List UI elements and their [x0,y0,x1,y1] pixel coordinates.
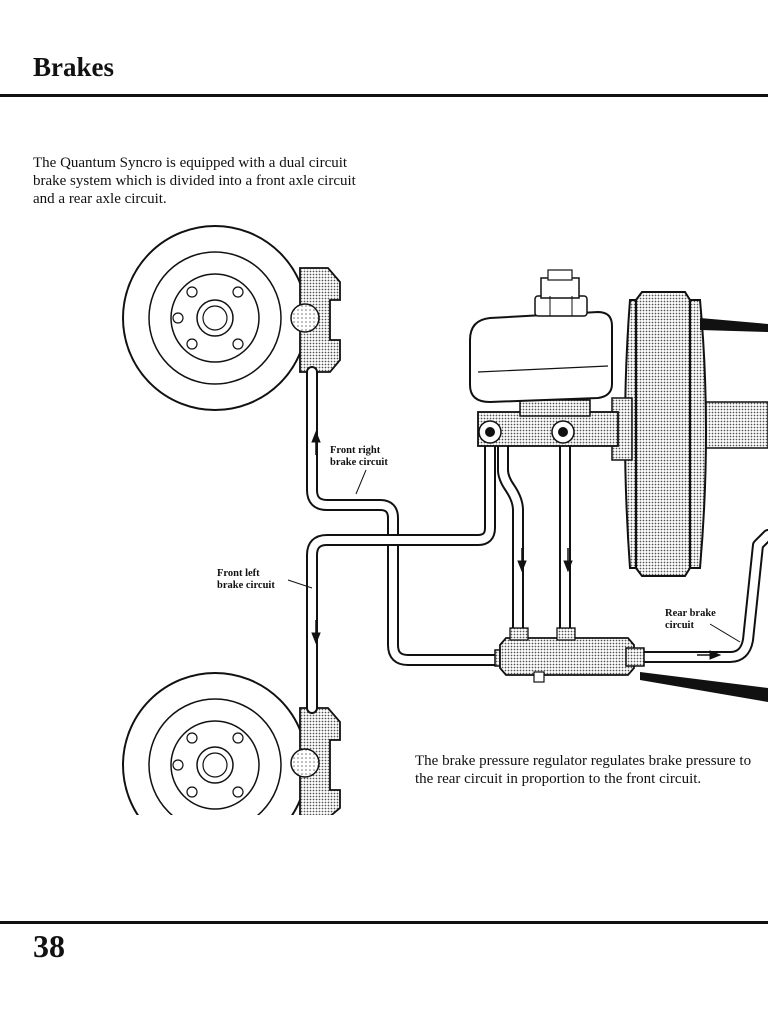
footer-rule [0,921,768,924]
svg-text:brake circuit: brake circuit [330,457,388,468]
svg-text:Rear brake: Rear brake [665,608,716,619]
label-front-right: Front right brake circuit [330,445,388,495]
front-left-wheel [122,672,308,815]
svg-text:brake circuit: brake circuit [217,580,275,591]
front-right-wheel [122,225,308,411]
label-front-left: Front left brake circuit [217,568,313,591]
svg-text:circuit: circuit [665,620,694,631]
page-title: Brakes [33,52,114,82]
front-right-caliper [290,267,341,373]
page-number: 38 [33,928,65,964]
front-left-caliper [290,707,341,815]
brake-system-diagram: Front right brake circuit Front left bra… [122,225,768,815]
label-rear: Rear brake circuit [665,608,741,643]
brake-lines [306,366,768,714]
svg-text:Front left: Front left [217,568,260,579]
header-rule [0,94,768,97]
regulator-caption: The brake pressure regulator regulates b… [415,753,752,787]
brake-fluid-reservoir [469,269,613,404]
flow-arrows [311,430,722,660]
brake-pressure-regulator [494,627,645,683]
intro-paragraph: The Quantum Syncro is equipped with a du… [33,155,356,207]
svg-text:Front right: Front right [330,445,381,456]
master-cylinder [477,399,619,447]
